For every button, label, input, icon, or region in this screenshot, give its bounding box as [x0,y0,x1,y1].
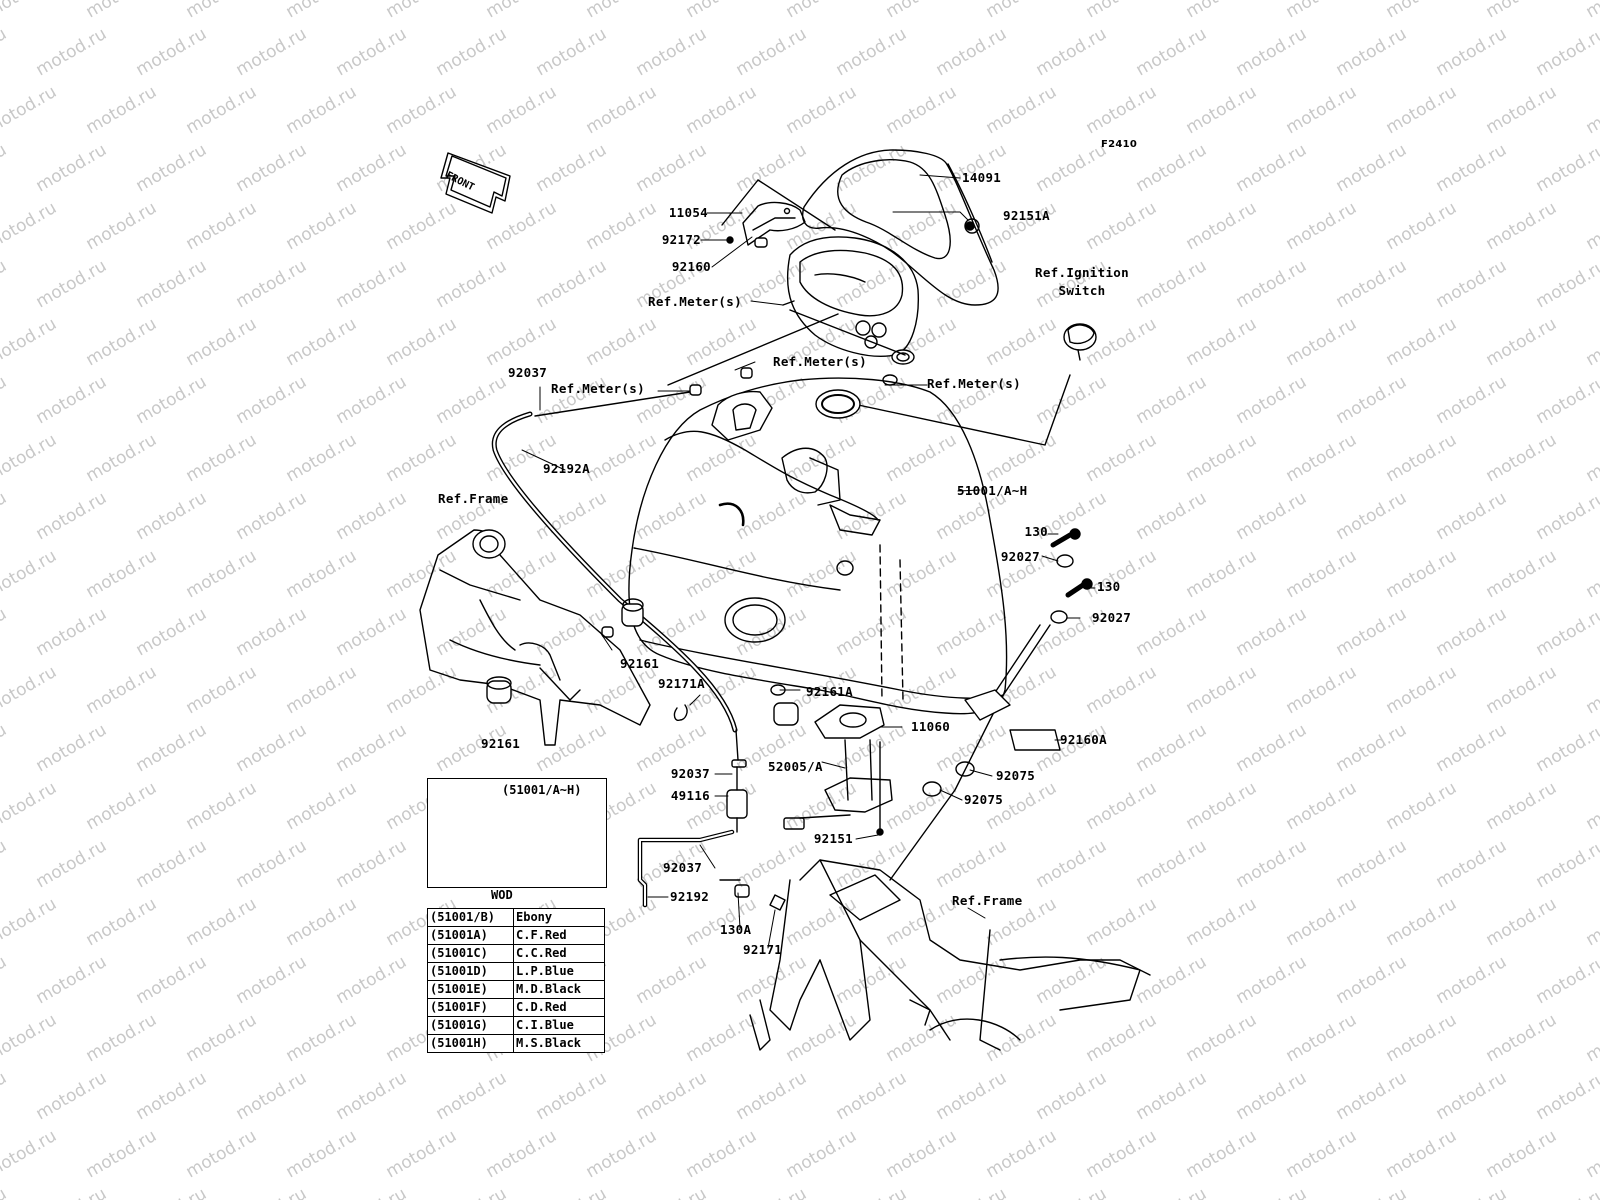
callout-130-a: 130 [1024,524,1048,539]
callout-92171: 92171 [743,942,783,957]
callout-ref-meter-3: Ref.Meter(s) [927,376,1021,391]
color-table-row: (51001/B)Ebony [427,908,605,927]
ignition-switch-part [834,323,1097,446]
callout-92161A: 92161A [806,684,853,699]
front-arrow-icon [440,152,511,214]
color-table-code: (51001D) [427,962,514,981]
callout-11054: 11054 [668,205,708,220]
color-table-code: (51001/B) [427,908,514,927]
meter-cover-part [802,149,999,306]
color-table-row: (51001H)M.S.Black [427,1034,605,1053]
color-table-color: C.D.Red [513,998,605,1017]
callout-92172: 92172 [661,232,701,247]
color-table-row: (51001F)C.D.Red [427,998,605,1017]
frame-right-part [719,859,1151,1051]
color-table-color: L.P.Blue [513,962,605,981]
color-table: (51001/B)Ebony(51001A)C.F.Red(51001C)C.C… [427,908,605,1053]
color-table-code: (51001C) [427,944,514,963]
callout-ref-frame-right: Ref.Frame [952,893,1023,908]
callout-ref-meter-4: Ref.Meter(s) [551,381,645,396]
figure-code-label: F2410 [1101,139,1138,150]
variant-box-title: (51001/A~H) [502,783,582,797]
callout-92160: 92160 [671,259,711,274]
callout-92037-low: 92037 [663,860,703,875]
color-table-color: C.C.Red [513,944,605,963]
color-table-code: (51001G) [427,1016,514,1035]
fuel-cock-part [770,684,893,836]
callout-92027-b: 92027 [1092,610,1132,625]
color-table-row: (51001D)L.P.Blue [427,962,605,981]
callout-51001-A-H: 51001/A~H [957,483,1028,498]
bracket-part [721,179,836,248]
callout-14091: 14091 [962,170,1002,185]
callout-ref-ignition-switch-1: Ref.Ignition [1035,265,1129,280]
callout-92075-b: 92075 [964,792,1004,807]
tank-bracket-part [667,309,906,441]
callout-92075-a: 92075 [996,768,1036,783]
tank-mount-part [889,528,1093,881]
callout-92037-mid: 92037 [670,766,710,781]
variant-box-note: WOD [491,888,513,902]
color-table-code: (51001H) [427,1034,514,1053]
callout-ref-meter-2: Ref.Meter(s) [773,354,867,369]
color-table-color: Ebony [513,908,605,927]
color-table-code: (51001E) [427,980,514,999]
callout-92161-b: 92161 [481,736,521,751]
callout-49116: 49116 [670,788,710,803]
leader-lines [521,174,1096,949]
callout-11060: 11060 [911,719,951,734]
frame-left-part [419,529,651,746]
breather-hose-part [491,391,738,733]
color-table-row: (51001E)M.D.Black [427,980,605,999]
color-table-code: (51001A) [427,926,514,945]
color-table-color: M.S.Black [513,1034,605,1053]
callout-92171A: 92171A [658,676,705,691]
color-table-code: (51001F) [427,998,514,1017]
callout-130A: 130A [720,922,752,937]
callout-ref-meter-1: Ref.Meter(s) [648,294,742,309]
color-table-color: M.D.Black [513,980,605,999]
callout-92160A: 92160A [1060,732,1107,747]
color-table-row: (51001C)C.C.Red [427,944,605,963]
callout-92161-a: 92161 [620,656,660,671]
callout-92037-top: 92037 [508,365,548,380]
fuel-tank-part [628,377,1008,715]
callout-92027-a: 92027 [1000,549,1040,564]
callout-92192A: 92192A [543,461,590,476]
callout-ref-frame-left: Ref.Frame [438,491,509,506]
color-table-color: C.I.Blue [513,1016,605,1035]
callout-ref-ignition-switch-2: Switch [1058,283,1106,298]
callout-130-b: 130 [1097,579,1121,594]
callout-92151A: 92151A [1003,208,1050,223]
fuel-filter-part [637,704,748,908]
callout-92151: 92151 [813,831,853,846]
callout-92192: 92192 [670,889,710,904]
color-table-row: (51001A)C.F.Red [427,926,605,945]
callout-52005-A: 52005/A [768,759,823,774]
color-table-row: (51001G)C.I.Blue [427,1016,605,1035]
variant-box: (51001/A~H) [427,778,607,888]
meter-unit [782,236,919,386]
color-table-color: C.F.Red [513,926,605,945]
